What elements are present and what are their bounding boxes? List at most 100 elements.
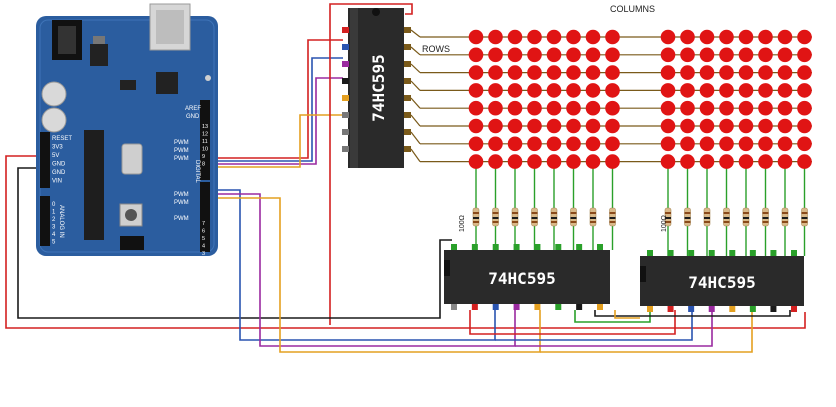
resistor-band bbox=[665, 217, 671, 219]
led bbox=[507, 65, 523, 80]
digital-pin-number: 13 bbox=[202, 124, 208, 130]
row-chip-right-pin bbox=[404, 95, 411, 101]
analog-pin-number: 1 bbox=[52, 210, 56, 216]
led bbox=[527, 154, 542, 169]
led bbox=[527, 118, 542, 134]
led bbox=[468, 83, 484, 98]
chip-bottom-pin bbox=[647, 306, 653, 312]
led bbox=[488, 65, 503, 80]
row-wire-stub bbox=[410, 131, 421, 145]
row-chip-right-pin bbox=[404, 112, 411, 118]
led bbox=[797, 136, 812, 152]
power-pin-label: 5V bbox=[52, 153, 59, 159]
led bbox=[777, 47, 793, 63]
led bbox=[546, 83, 562, 98]
led bbox=[507, 136, 523, 152]
column-shift-register-right: 74HC595 bbox=[640, 250, 804, 312]
pwm-label-4: PWM bbox=[174, 192, 189, 198]
icsp-header bbox=[120, 236, 144, 250]
wire-chain-orange2 bbox=[614, 310, 640, 319]
resistor-band bbox=[473, 221, 479, 223]
resistor-band bbox=[590, 212, 596, 214]
led bbox=[507, 83, 523, 98]
led bbox=[738, 83, 754, 98]
resistor-band bbox=[762, 221, 769, 223]
resistor-label-right: 100Ω bbox=[661, 215, 668, 232]
resistor-band bbox=[512, 212, 518, 214]
led bbox=[738, 136, 754, 152]
led bbox=[719, 118, 734, 134]
wire-5v bbox=[5, 155, 806, 329]
wire-clock bbox=[212, 57, 343, 162]
reset-button-cap bbox=[125, 209, 137, 221]
analog-pin-number: 5 bbox=[52, 240, 56, 246]
power-pin-label: 3V3 bbox=[52, 145, 63, 151]
led-indicator bbox=[205, 75, 211, 81]
led bbox=[488, 154, 503, 169]
led bbox=[680, 29, 695, 45]
led bbox=[699, 83, 715, 98]
power-pin-label: GND bbox=[52, 162, 66, 168]
row-chip-left-pin bbox=[342, 112, 349, 118]
wire-chain-red bbox=[469, 310, 676, 335]
led bbox=[797, 118, 812, 134]
led bbox=[527, 29, 542, 45]
wire-chain-orange bbox=[540, 310, 753, 353]
led bbox=[468, 29, 484, 45]
regulator bbox=[90, 44, 108, 66]
led bbox=[660, 83, 676, 98]
chip-bottom-pin bbox=[534, 304, 541, 310]
power-pin-label: GND bbox=[52, 170, 66, 176]
led bbox=[546, 65, 562, 80]
resistor-band bbox=[704, 212, 710, 214]
row-wire-stub bbox=[410, 29, 421, 38]
led bbox=[758, 29, 773, 45]
led bbox=[738, 47, 754, 63]
resistor-band bbox=[512, 217, 518, 219]
aref-label: AREF bbox=[185, 106, 201, 112]
resistor-band bbox=[590, 221, 596, 223]
resistor-band bbox=[570, 212, 577, 214]
led bbox=[605, 29, 620, 45]
resistor-band bbox=[743, 221, 749, 223]
chip-bottom-pin bbox=[555, 304, 562, 310]
chip-bottom-pin bbox=[471, 304, 478, 310]
small-component bbox=[120, 80, 136, 90]
col-chip-left-notch bbox=[444, 260, 450, 276]
row-chip-left-pin bbox=[342, 78, 349, 84]
chip-top-pin bbox=[492, 244, 499, 250]
resistor-bank bbox=[472, 207, 808, 227]
chip-bottom-pin bbox=[688, 306, 695, 312]
chip-bottom-pin bbox=[513, 304, 520, 310]
led bbox=[738, 154, 754, 169]
resistor-band bbox=[684, 221, 691, 223]
led bbox=[605, 136, 620, 152]
row-chip-notch bbox=[372, 8, 380, 16]
chip-top-pin bbox=[597, 244, 603, 250]
digital-pin-number: 5 bbox=[202, 236, 205, 242]
led bbox=[680, 154, 695, 169]
pwm-label-6: PWM bbox=[174, 216, 189, 222]
resistor-band bbox=[551, 212, 557, 214]
led bbox=[488, 118, 503, 134]
led bbox=[585, 118, 601, 134]
led bbox=[738, 29, 754, 45]
row-chip-left-pin bbox=[342, 44, 349, 50]
led bbox=[777, 83, 793, 98]
resistor-band bbox=[684, 212, 691, 214]
regulator-tab bbox=[93, 36, 105, 44]
resistor-band bbox=[551, 221, 557, 223]
led bbox=[758, 118, 773, 134]
resistor-band bbox=[473, 217, 479, 219]
row-wire-stub bbox=[410, 80, 421, 91]
chip-top-pin bbox=[688, 250, 695, 256]
wire-chain-black bbox=[594, 310, 791, 317]
led bbox=[719, 47, 734, 63]
chip-top-pin bbox=[513, 244, 520, 250]
led bbox=[660, 47, 676, 63]
resistor-band bbox=[590, 217, 596, 219]
wire-data bbox=[212, 77, 343, 165]
led bbox=[566, 65, 581, 80]
chip-bottom-pin bbox=[597, 304, 603, 310]
